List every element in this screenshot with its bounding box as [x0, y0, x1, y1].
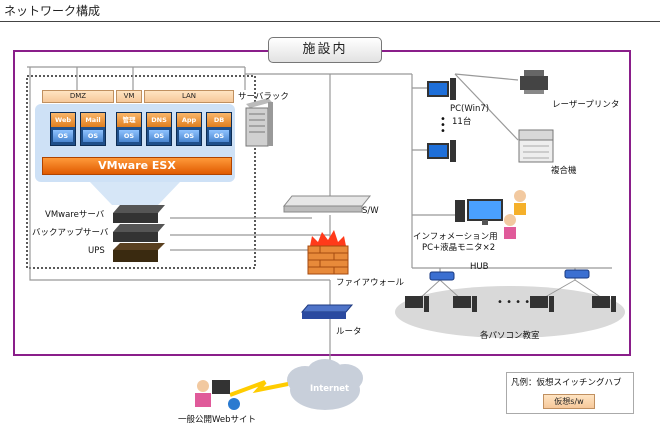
vm-os: OS	[53, 130, 73, 142]
legend-vsw-chip: 仮想s/w	[543, 394, 595, 409]
svg-text:•: •	[440, 120, 446, 131]
mfp-label: 複合機	[551, 166, 577, 176]
server-rack-label: サーバラック	[238, 92, 289, 102]
firewall-label: ファイアウォール	[336, 278, 405, 288]
vm-name: Mail	[81, 113, 105, 127]
vm-box: Web OS	[50, 112, 76, 146]
vm-os: OS	[209, 130, 229, 142]
info-pc-spec-label: PC+液晶モニタ×2	[422, 243, 496, 253]
facility-label: 施設内	[268, 37, 382, 63]
hub-label: HUB	[470, 262, 489, 272]
vm-name: Web	[51, 113, 75, 127]
segment-dmz: DMZ	[42, 90, 114, 103]
vm-name: 管理	[117, 113, 141, 127]
printer-label: レーザープリンタ	[552, 100, 620, 110]
server-rack-boundary	[26, 75, 256, 269]
vsw-lines	[27, 66, 330, 281]
public-site-label: 一般公開Webサイト	[178, 415, 257, 425]
vm-name: DB	[207, 113, 231, 127]
ups-label: UPS	[88, 246, 105, 256]
header-divider	[0, 21, 660, 22]
switch-icon	[282, 195, 372, 213]
firewall-icon	[307, 230, 349, 275]
server-rack-icon	[245, 98, 273, 147]
router-icon	[300, 304, 354, 319]
segment-vm: VM	[116, 90, 142, 103]
classroom-pc-icon	[405, 296, 616, 312]
backbone-lines	[170, 73, 612, 368]
classroom-label: 各パソコン教室	[480, 331, 540, 341]
classroom-area	[395, 286, 625, 338]
legend: 凡例：仮想スイッチングハブ 仮想s/w	[506, 372, 634, 414]
vm-box: DB OS	[206, 112, 232, 146]
router-label: ルータ	[336, 327, 362, 337]
laser-printer-icon	[520, 70, 548, 94]
pc-icon	[427, 78, 456, 162]
vm-os: OS	[119, 130, 139, 142]
vm-os: OS	[149, 130, 169, 142]
internet-label: Internet	[310, 384, 350, 394]
segment-lan: LAN	[144, 90, 234, 103]
hub-icon	[429, 269, 590, 281]
svg-text:• • • •: • • • •	[497, 297, 530, 308]
lightning-icon	[229, 380, 289, 397]
backup-server-label: バックアップサーバ	[32, 228, 109, 238]
svg-text:•: •	[440, 126, 446, 137]
info-pc-icon	[455, 190, 526, 239]
vm-name: DNS	[147, 113, 171, 127]
legend-title: 凡例：仮想スイッチングハブ	[511, 378, 622, 388]
vm-os: OS	[83, 130, 103, 142]
vm-box: DNS OS	[146, 112, 172, 146]
vm-box: 管理 OS	[116, 112, 142, 146]
vmware-server-label: VMwareサーバ	[45, 210, 105, 220]
hypervisor-bar: VMware ESX	[42, 157, 232, 175]
vm-box: Mail OS	[80, 112, 106, 146]
pc-count-label: 11台	[452, 117, 472, 127]
vm-os: OS	[179, 130, 199, 142]
internet-cloud-icon	[287, 359, 363, 410]
pc-label: PC(Win7)	[450, 104, 490, 114]
mfp-icon	[518, 129, 554, 163]
web-user-icon	[195, 380, 240, 410]
switch-label: S/W	[362, 206, 379, 216]
server-stack-icon	[113, 205, 165, 262]
page-title: ネットワーク構成	[4, 4, 101, 18]
vm-name: App	[177, 113, 201, 127]
vm-box: App OS	[176, 112, 202, 146]
info-pc-label: インフォメーション用	[413, 232, 498, 242]
svg-text:•: •	[440, 114, 446, 125]
